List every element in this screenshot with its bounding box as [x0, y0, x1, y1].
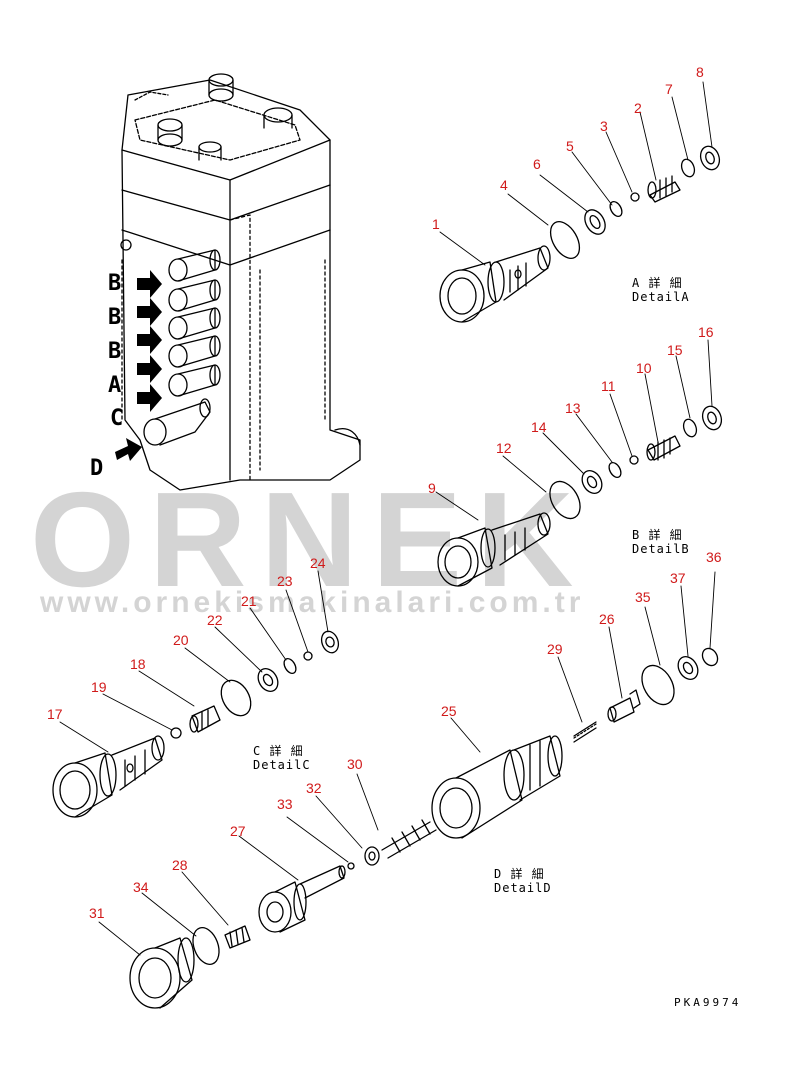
part-number-34: 34: [133, 879, 149, 895]
view-arrows: [115, 270, 162, 461]
detail-a-parts: [440, 144, 723, 322]
part-number-2: 2: [634, 100, 642, 116]
part-number-24: 24: [310, 555, 326, 571]
detail-b-caption: B 詳 細 DetailB: [632, 528, 690, 556]
part-number-10: 10: [636, 360, 652, 376]
part-number-9: 9: [428, 480, 436, 496]
part-number-8: 8: [696, 64, 704, 80]
part-number-22: 22: [207, 612, 223, 628]
part-number-20: 20: [173, 632, 189, 648]
part-number-37: 37: [670, 570, 686, 586]
part-number-28: 28: [172, 857, 188, 873]
part-number-36: 36: [706, 549, 722, 565]
detail-b-jp: B 詳 細: [632, 528, 683, 542]
detail-b-parts: [438, 404, 725, 586]
part-number-21: 21: [241, 593, 257, 609]
part-number-26: 26: [599, 611, 615, 627]
part-number-15: 15: [667, 342, 683, 358]
view-label-b3: B: [108, 339, 123, 364]
part-number-30: 30: [347, 756, 363, 772]
part-number-14: 14: [531, 419, 547, 435]
valve-ports: [144, 250, 220, 445]
detail-c-parts: [53, 629, 341, 817]
detail-d-caption: D 詳 細 DetailD: [494, 867, 552, 895]
detail-a-jp: A 詳 細: [632, 276, 683, 290]
view-label-b2: B: [108, 305, 123, 330]
part-number-16: 16: [698, 324, 714, 340]
part-number-11: 11: [601, 378, 616, 394]
part-number-27: 27: [230, 823, 246, 839]
drawing-code: PKA9974: [674, 996, 742, 1009]
part-number-5: 5: [566, 138, 574, 154]
part-number-29: 29: [547, 641, 563, 657]
detail-d-parts: [130, 646, 721, 1008]
part-number-6: 6: [533, 156, 541, 172]
detail-c-en: DetailC: [253, 758, 311, 772]
detail-c-caption: C 詳 細 DetailC: [253, 744, 311, 772]
part-number-18: 18: [130, 656, 146, 672]
part-number-1: 1: [432, 216, 440, 232]
part-number-31: 31: [89, 905, 105, 921]
part-number-23: 23: [277, 573, 293, 589]
part-number-17: 17: [47, 706, 63, 722]
part-number-4: 4: [500, 177, 508, 193]
view-label-b1: B: [108, 271, 123, 296]
part-number-35: 35: [635, 589, 651, 605]
detail-a-en: DetailA: [632, 290, 690, 304]
part-number-13: 13: [565, 400, 581, 416]
view-label-a: A: [108, 373, 123, 398]
watermark-brand: ORNEK: [30, 464, 588, 615]
view-label-c: C: [110, 406, 125, 431]
part-number-32: 32: [306, 780, 322, 796]
part-number-7: 7: [665, 81, 673, 97]
part-number-19: 19: [91, 679, 107, 695]
view-label-d: D: [90, 456, 105, 481]
part-number-33: 33: [277, 796, 293, 812]
part-number-3: 3: [600, 118, 608, 134]
detail-d-en: DetailD: [494, 881, 552, 895]
part-number-12: 12: [496, 440, 512, 456]
leader-lines: [60, 82, 715, 955]
detail-a-caption: A 詳 細 DetailA: [632, 276, 690, 304]
detail-b-en: DetailB: [632, 542, 690, 556]
watermark-url: www.ornekismakinalari.com.tr: [40, 586, 585, 619]
detail-c-jp: C 詳 細: [253, 744, 304, 758]
part-number-25: 25: [441, 703, 457, 719]
valve-body-assembly: [121, 74, 360, 490]
detail-d-jp: D 詳 細: [494, 867, 545, 881]
